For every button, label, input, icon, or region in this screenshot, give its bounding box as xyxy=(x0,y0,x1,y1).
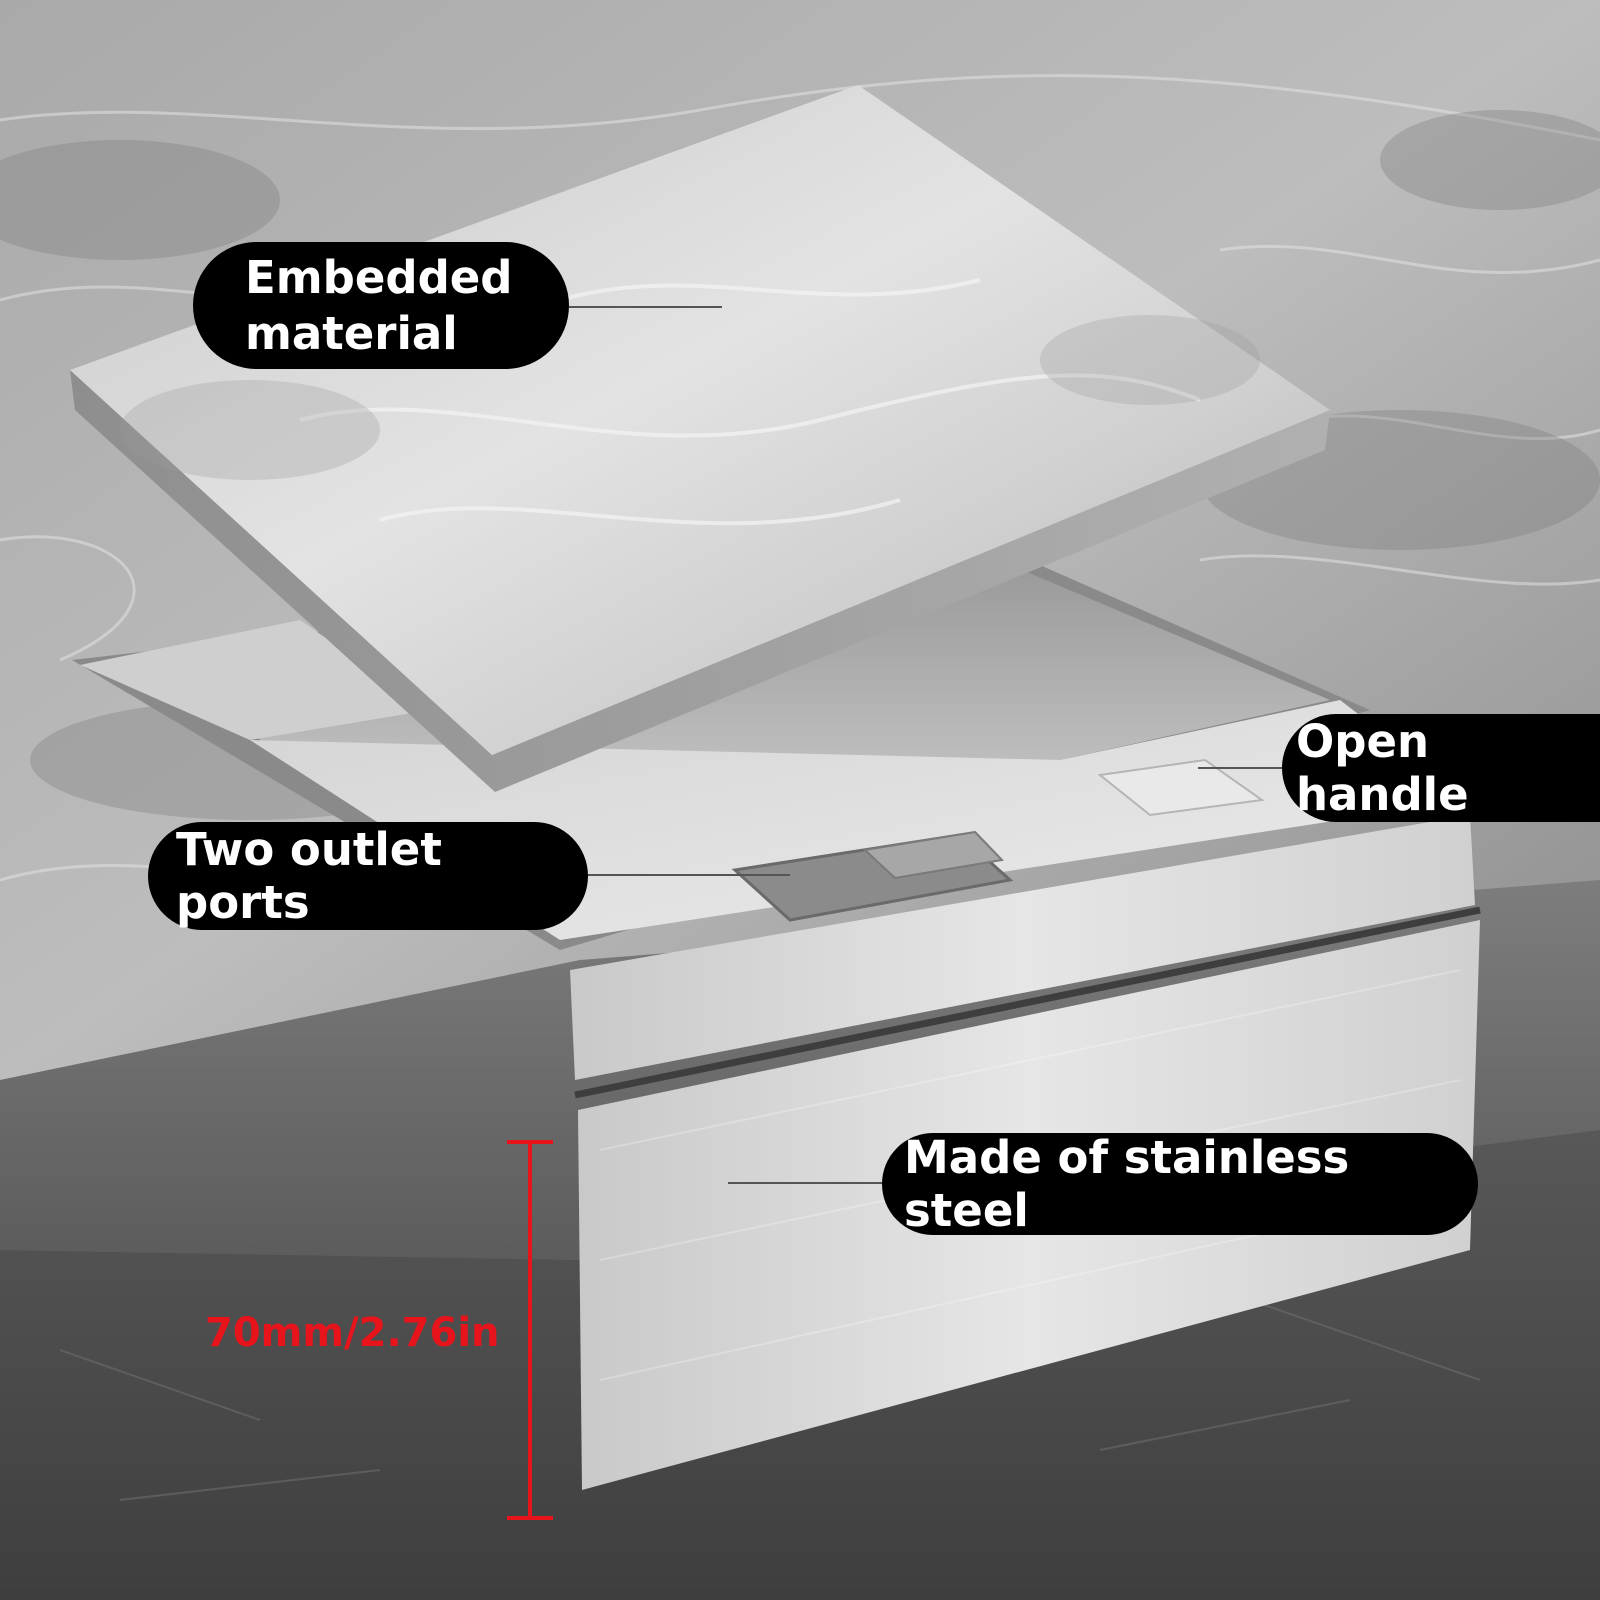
callout-open-handle-label: Open handle xyxy=(1296,715,1469,821)
steel-box-seam xyxy=(574,906,1481,1099)
callout-embedded-material: Embedded material xyxy=(193,242,569,369)
callout-stainless-steel-label: Made of stainless steel xyxy=(904,1131,1350,1237)
open-handle-recess xyxy=(1097,758,1265,817)
callout-stainless-steel: Made of stainless steel xyxy=(882,1131,1478,1237)
callout-two-outlet-ports: Two outlet ports xyxy=(148,822,588,930)
marble-lid xyxy=(70,85,1330,755)
outlet-port-cover xyxy=(731,830,1014,922)
callout-open-handle: Open handle xyxy=(1282,714,1600,822)
lid-veins xyxy=(299,278,1201,526)
dimension-marker xyxy=(507,1140,553,1520)
lid-shading xyxy=(120,315,1260,480)
leader-lines xyxy=(569,306,1282,1184)
dimension-label: 70mm/2.76in xyxy=(205,1310,500,1356)
marble-lid-edge xyxy=(70,370,1330,792)
callout-embedded-material-line2: material xyxy=(245,306,458,360)
steel-box-upper-face xyxy=(570,815,1475,1080)
callout-embedded-material-line1: Embedded xyxy=(245,250,513,304)
callout-two-outlet-ports-label: Two outlet ports xyxy=(176,823,442,929)
cabinet-scratches xyxy=(59,1299,1481,1501)
